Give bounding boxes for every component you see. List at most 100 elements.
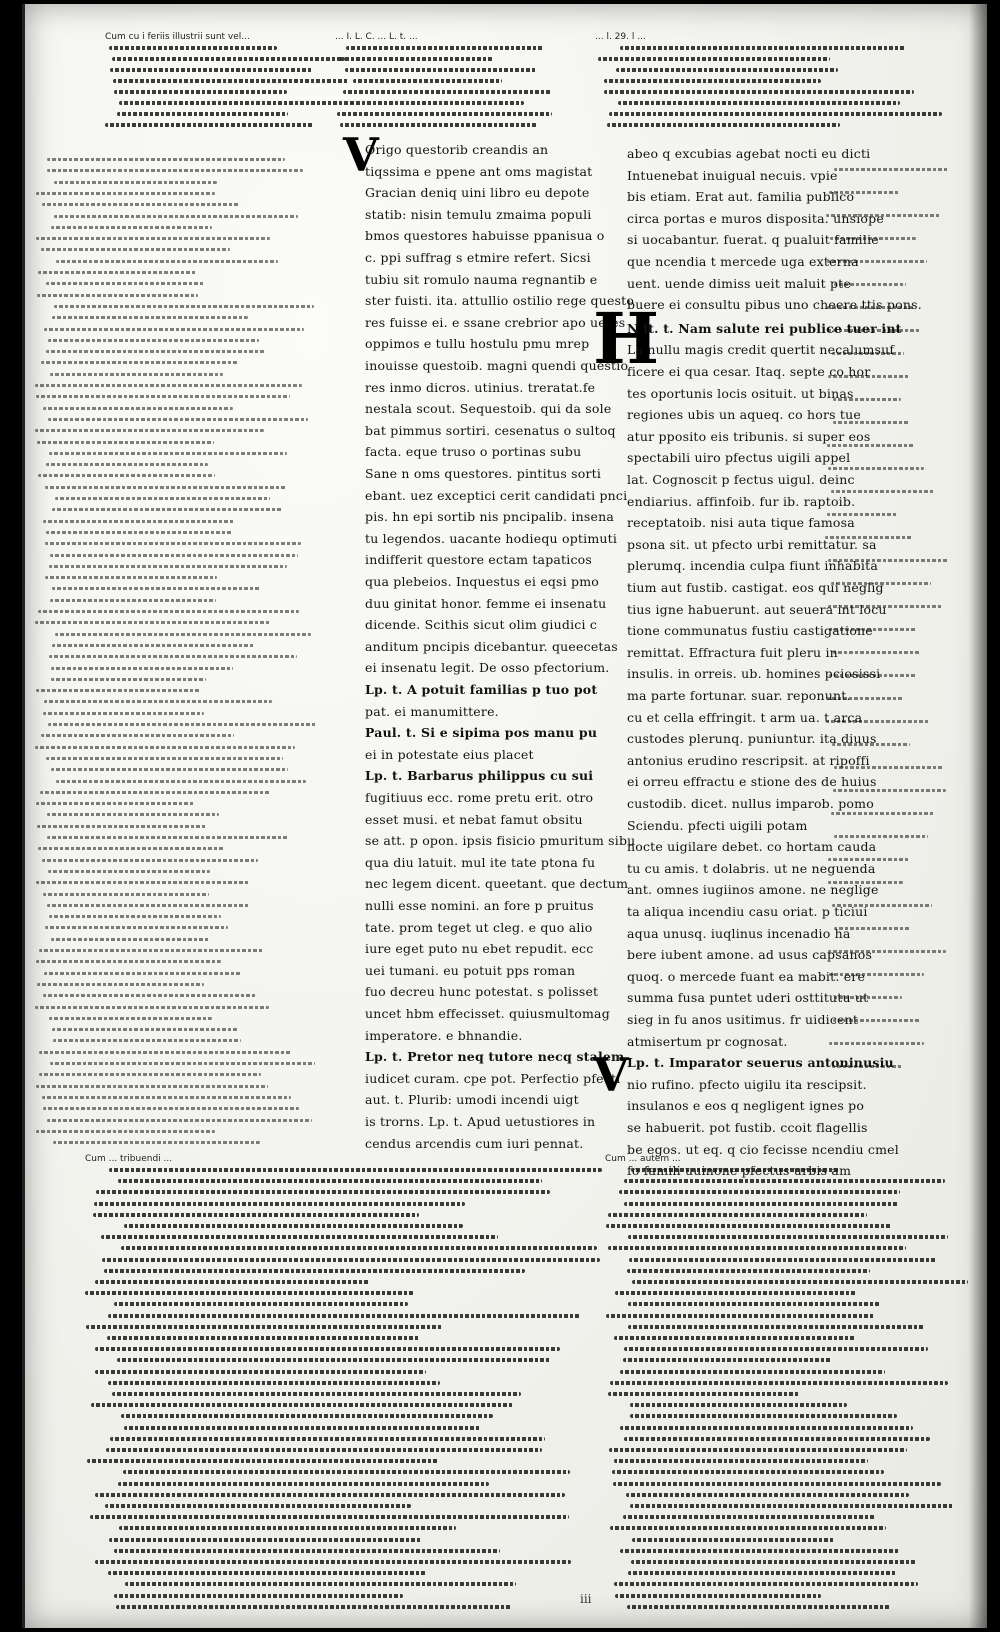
gloss-ink-line	[119, 1526, 457, 1531]
col1-line: is trorns. Lp. t. Apud uetustiores in	[365, 1114, 596, 1129]
col2-line: cu et cella effringit. t arm ua. t arca	[627, 709, 863, 725]
gloss-ink-line	[833, 927, 912, 930]
gloss-ink-line	[35, 384, 302, 387]
col1-line: aut. t. Plurib: umodi incendi uigt	[365, 1092, 579, 1108]
gloss-ink-line	[118, 1481, 490, 1486]
col1-line: res inmo dicros. utinius. treratat.fe	[365, 379, 596, 395]
col1-line: dicende. Scithis sicut olim giudici c	[365, 617, 598, 633]
gloss-ink-line	[38, 847, 225, 851]
gloss-ink-line	[619, 1190, 900, 1195]
gloss-ink-line	[597, 57, 831, 61]
gloss-ink-line	[48, 338, 259, 342]
gloss-ink-line	[608, 1212, 867, 1217]
gloss-ink-line	[38, 1050, 291, 1054]
gloss-ink-line	[35, 1084, 268, 1088]
gloss-ink-line	[604, 90, 914, 94]
gloss-ink-line	[85, 1291, 414, 1296]
gloss-ink-line	[628, 1257, 937, 1262]
gloss-ink-line	[35, 621, 271, 625]
gloss-ink-line	[109, 46, 277, 50]
col2-line: Sciendu. pfecti uigili potam	[627, 817, 808, 833]
gloss-ink-line	[105, 1504, 412, 1508]
col1-line: uei tumani. eu potuit pps roman	[365, 962, 576, 978]
col1-line: res fuisse ei. e ssane crebrior apo uete…	[365, 314, 626, 330]
col2-line: sieg in fu anos usitimus. fr uidicent	[627, 1012, 859, 1027]
gloss-ink-line	[118, 101, 354, 105]
col1-line: bmos questores habuisse ppanisua o	[365, 228, 605, 244]
col1-line: fuo decreu hunc potestat. s polisset	[365, 984, 599, 1000]
col1-line: facta. eque truso o portinas subu	[365, 444, 582, 460]
gloss-ink-line	[832, 1019, 921, 1022]
top-left-gloss: Cum cu i feriis illustrii sunt vel...	[105, 32, 365, 132]
col1-rubric-1: Lp. t. A potuit familias p tuo pot	[365, 682, 598, 697]
gloss-ink-line	[46, 350, 265, 354]
gloss-ink-line	[40, 790, 272, 794]
gloss-ink-line	[832, 1065, 903, 1068]
right-margin-gloss	[825, 154, 975, 1104]
gloss-ink-line	[43, 406, 233, 410]
col1-line: nec legem dicent. queetant. que dectum	[365, 876, 629, 892]
col1-line: pis. hn epi sortib nis pncipalib. insena	[365, 509, 614, 525]
gloss-ink-line	[94, 1492, 566, 1497]
col2-line: nocte uigilare debet. co hortam cauda	[627, 839, 877, 855]
gloss-ink-line	[48, 915, 221, 919]
gloss-ink-line	[828, 559, 949, 562]
gloss-ink-line	[628, 1571, 896, 1576]
col1-line: iure eget puto nu ebet repudit. ecc	[365, 941, 594, 957]
col1-line: oppimos e tullu hostulu pmu mrep	[365, 336, 590, 352]
col2-line: atmisertum pr cognosat.	[627, 1033, 788, 1049]
col1-line: nestala scout. Sequestoib. qui da sole	[365, 401, 612, 417]
gloss-ink-line	[103, 1268, 525, 1273]
gloss-ink-line	[47, 1118, 312, 1122]
gloss-ink-line	[832, 789, 947, 792]
gloss-ink-line	[617, 101, 900, 105]
gloss-ink-line	[114, 1593, 403, 1598]
top-mid-gloss: ... I. L. C. ... L. t. ...	[335, 32, 605, 127]
gloss-ink-line	[609, 1448, 908, 1452]
gloss-ink-line	[47, 158, 285, 161]
gloss-ink-line	[43, 1107, 300, 1111]
col2-line: plerumq. incendia culpa fiunt inhabita	[627, 558, 878, 574]
gloss-ink-line	[107, 1336, 421, 1340]
gloss-ink-line	[826, 697, 905, 700]
col1-rubric-1b: pat. ei manumittere.	[365, 703, 499, 719]
binding-shadow	[969, 4, 987, 1628]
gloss-ink-line	[48, 1016, 212, 1020]
initial-V-col2b: V	[593, 1048, 629, 1102]
gloss-ink-line	[35, 395, 290, 399]
col2-line: ma parte fortunar. suar. reponunt.	[627, 688, 851, 703]
gloss-ink-line	[826, 444, 916, 447]
col1-line: c. ppi suffrag s etmire refert. Sicsi	[365, 250, 591, 265]
gloss-ink-line	[124, 1582, 516, 1587]
gloss-ink-line	[109, 68, 313, 72]
gloss-ink-line	[828, 881, 904, 884]
gloss-ink-line	[623, 1515, 876, 1520]
gloss-ink-line	[101, 1235, 499, 1240]
gloss-ink-line	[41, 248, 231, 252]
gloss-ink-line	[38, 271, 198, 274]
gloss-ink-line	[50, 937, 211, 941]
gloss-ink-line	[37, 982, 204, 986]
col2-line: que ncendia t mercede uga externa	[627, 254, 859, 269]
gloss-ink-line	[89, 1515, 570, 1520]
gloss-ink-line	[94, 1280, 370, 1284]
gloss-ink-line	[828, 191, 899, 194]
gloss-ink-line	[346, 46, 543, 50]
col2-line: circa portas e muros disposita. unsiope	[627, 210, 884, 226]
gloss-ink-line	[113, 79, 350, 83]
bottom-right-gloss: Cum ... autem ...	[605, 1154, 968, 1614]
top-left-gloss-text: Cum cu i feriis illustrii sunt vel...	[105, 32, 250, 42]
col1-line: tu legendos. uacante hodiequ optimuti	[365, 530, 618, 546]
col2-line: summa fusa puntet uderi osttitutu ut	[627, 990, 869, 1006]
top-right-gloss: ... l. 29. l ...	[595, 32, 965, 127]
gloss-ink-line	[95, 1369, 426, 1374]
col1-line: iudicet curam. cpe pot. Perfectio pfecti	[365, 1070, 621, 1086]
gloss-ink-line	[339, 123, 538, 127]
gloss-ink-line	[108, 1380, 441, 1385]
col2-rubric-2: Lp. t. Imparator seuerus antoninusiu	[627, 1055, 894, 1071]
gloss-ink-line	[114, 1302, 408, 1307]
gloss-ink-line	[120, 1414, 494, 1419]
gloss-ink-line	[829, 1042, 925, 1045]
gloss-ink-line	[833, 283, 907, 286]
